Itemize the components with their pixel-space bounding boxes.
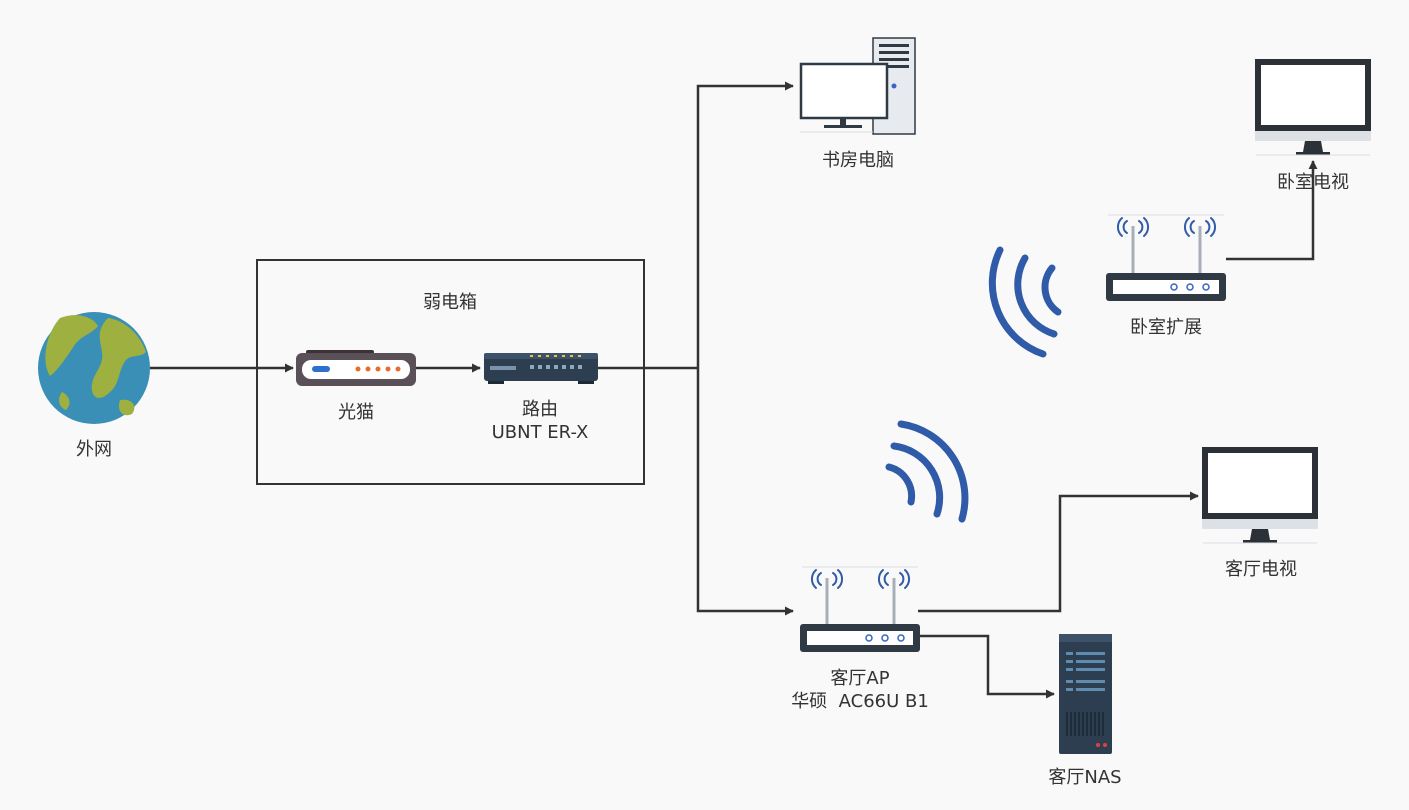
cabinet-title: 弱电箱: [423, 292, 477, 313]
desktop-pc-icon: [799, 37, 916, 135]
globe-icon: [38, 312, 150, 424]
connectors: [150, 81, 1318, 699]
living-ap-label: 客厅AP: [830, 668, 890, 689]
modem-icon: [296, 350, 416, 386]
router-icon: [484, 353, 598, 384]
router-label: 路由: [522, 399, 558, 420]
study-pc-label: 书房电脑: [822, 150, 894, 171]
bedroom-ext-label: 卧室扩展: [1130, 317, 1202, 338]
living-nas-label: 客厅NAS: [1048, 767, 1122, 788]
living-tv-label: 客厅电视: [1225, 559, 1297, 580]
link-ext-bedroom-tv: [1226, 160, 1318, 261]
wifi-signal-icon-living: [885, 420, 969, 523]
wifi-router-icon-living: [800, 566, 920, 652]
living-ap-model: 华硕 AC66U B1: [791, 691, 929, 712]
link-ap-nas: [918, 634, 1055, 699]
monitor-icon-bedroom: [1255, 59, 1371, 156]
link-ap-living-tv: [918, 491, 1199, 613]
modem-label: 光猫: [338, 402, 374, 423]
link-bus-living-ap: [696, 368, 794, 616]
link-bus-study-pc: [696, 81, 794, 368]
server-icon: [1059, 634, 1112, 754]
monitor-icon-living: [1202, 447, 1318, 544]
wifi-router-icon-bedroom: [1106, 214, 1226, 301]
cabinet-box: [256, 259, 645, 485]
wifi-signal-icon-bedroom: [988, 246, 1062, 358]
router-model: UBNT ER-X: [491, 422, 589, 443]
bedroom-tv-label: 卧室电视: [1277, 172, 1349, 193]
internet-label: 外网: [76, 439, 112, 460]
